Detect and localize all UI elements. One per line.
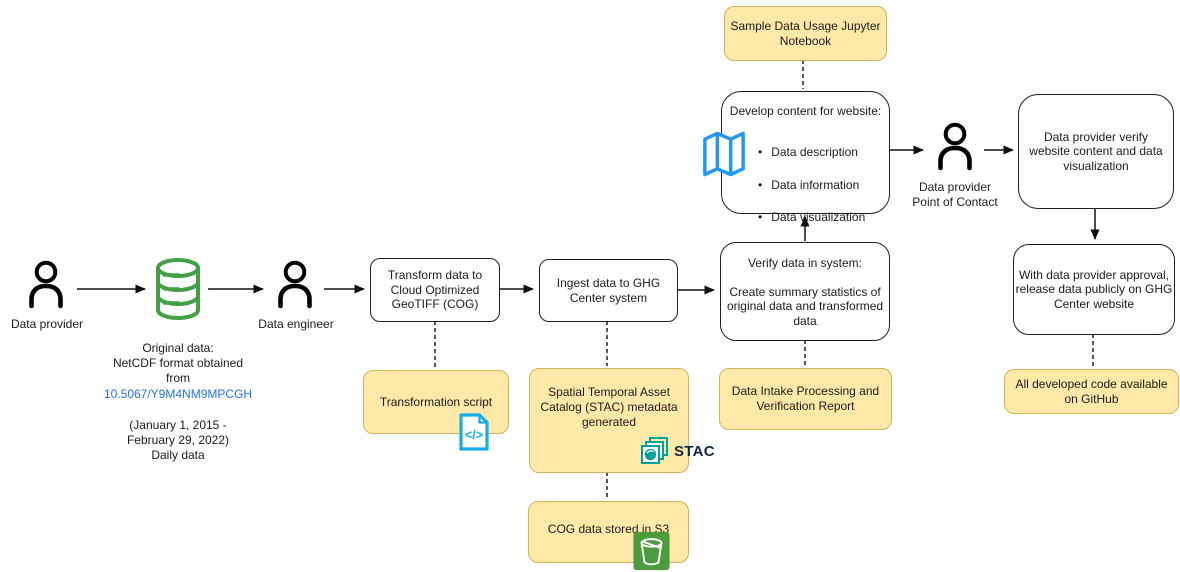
note-jupyter-notebook: Sample Data Usage Jupyter Notebook — [724, 6, 887, 61]
actor-data-provider-label: Data provider — [10, 317, 84, 331]
process-verify-body: Create summary statistics of original da… — [726, 284, 884, 328]
s3-bucket-icon — [633, 532, 670, 570]
stac-logo-text: STAC — [674, 443, 715, 460]
list-item: Data visualization — [758, 210, 889, 225]
process-provider-verify: Data provider verify website content and… — [1018, 94, 1174, 209]
note-intake-report: Data Intake Processing and Verification … — [719, 368, 892, 430]
develop-bullet-list: Data description Data information Data v… — [758, 128, 889, 239]
person-icon — [272, 259, 318, 311]
list-item: Data description — [758, 145, 889, 160]
process-ingest-ghg: Ingest data to GHG Center system — [539, 259, 678, 322]
map-icon — [702, 130, 746, 178]
code-glyph: </> — [465, 428, 483, 442]
person-icon — [932, 121, 978, 173]
note-intake-report-label: Data Intake Processing and Verification … — [731, 384, 880, 413]
database-icon — [151, 256, 205, 322]
person-icon — [23, 259, 69, 311]
source-data-caption: Original data: NetCDF format obtained fr… — [90, 326, 266, 463]
actor-point-of-contact-label: Data provider Point of Contact — [912, 180, 998, 209]
source-data-caption-top: Original data: NetCDF format obtained fr… — [112, 341, 244, 385]
note-github-label: All developed code available on GitHub — [1015, 376, 1168, 406]
process-transform-label: Transform data to Cloud Optimized GeoTIF… — [387, 268, 483, 312]
process-release-label: With data provider approval, release dat… — [1015, 267, 1173, 311]
process-transform-cog: Transform data to Cloud Optimized GeoTIF… — [370, 258, 500, 322]
note-transformation-script-label: Transformation script — [379, 394, 493, 409]
note-jupyter-label: Sample Data Usage Jupyter Notebook — [730, 18, 881, 48]
actor-data-engineer-label: Data engineer — [258, 317, 334, 331]
process-verify-title: Verify data in system: — [747, 256, 863, 270]
note-transformation-script: Transformation script — [363, 370, 509, 434]
process-release-data: With data provider approval, release dat… — [1013, 244, 1175, 335]
stac-logo-icon: STAC — [640, 436, 715, 467]
source-data-caption-bottom: (January 1, 2015 - February 29, 2022) Da… — [126, 418, 230, 462]
process-verify-data: Verify data in system: Create summary st… — [720, 242, 890, 341]
list-item: Data information — [758, 178, 889, 193]
doi-link[interactable]: 10.5067/Y9M4NM9MPCGH — [103, 387, 253, 401]
process-ingest-label: Ingest data to GHG Center system — [556, 275, 661, 305]
code-file-icon: </> — [456, 411, 492, 453]
process-develop-title: Develop content for website: — [729, 104, 882, 118]
process-develop-content: Develop content for website: Data descri… — [721, 91, 890, 224]
note-stac-label: Spatial Temporal Asset Catalog (STAC) me… — [540, 385, 678, 429]
note-github-code: All developed code available on GitHub — [1004, 369, 1179, 414]
process-provider-verify-label: Data provider verify website content and… — [1029, 129, 1163, 173]
